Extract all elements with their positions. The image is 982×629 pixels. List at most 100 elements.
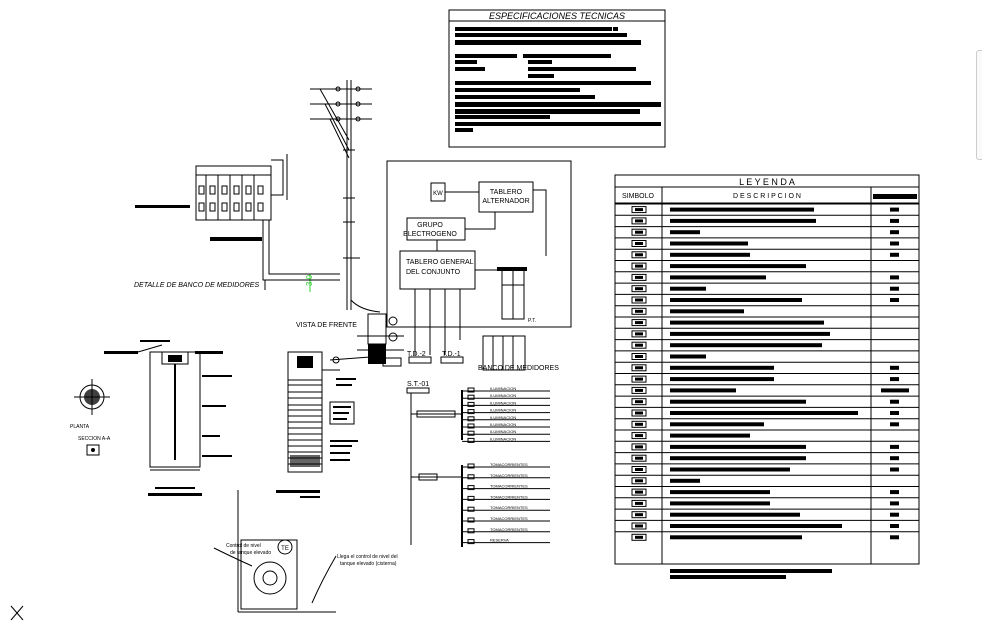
legend-symbol-icon <box>631 364 647 372</box>
legend-symbol-fill <box>635 298 643 302</box>
circuit-breaker <box>467 416 475 422</box>
legend-quantity-redacted <box>890 230 899 235</box>
tank-label-1: Control de nivel <box>226 543 261 549</box>
circuit-breaker <box>467 423 475 429</box>
circuit-breaker <box>467 539 475 545</box>
tank-label-4: tanque elevado (cisterna) <box>340 561 397 567</box>
legend-symbol-fill <box>635 287 643 291</box>
legend-symbol-icon <box>631 409 647 417</box>
legend-description-redacted <box>670 298 802 302</box>
legend-description-redacted <box>670 422 764 427</box>
legend-symbol-icon <box>631 228 647 236</box>
legend-symbol-fill <box>635 343 643 347</box>
legend-symbol-fill <box>635 264 643 268</box>
legend-symbol-header: SIMBOLO <box>622 193 654 200</box>
circuit-label: TOMACORRIENTES <box>490 527 528 532</box>
circuit-label: ILUMINACION <box>490 429 516 434</box>
tablero-general-label-2: DEL CONJUNTO <box>406 269 461 276</box>
circuit-breaker <box>467 474 475 480</box>
grupo-label-1: GRUPO <box>417 222 443 229</box>
legend-description-redacted <box>670 512 800 517</box>
circuit-breaker <box>467 517 475 523</box>
single-line-diagram: KW TABLERO ALTERNADOR GRUPO ELECTROGENO … <box>386 160 572 545</box>
banco-medidores-box <box>482 335 526 371</box>
legend-symbol-icon <box>631 443 647 451</box>
pt-label: P.T. <box>528 318 536 324</box>
circuits-bottom: TOMACORRIENTES TOMACORRIENTES TOMACORRIENT… <box>462 462 550 545</box>
legend-symbol-fill <box>635 219 643 223</box>
legend-description-redacted <box>670 467 790 472</box>
front-view: VISTA DE FRENTE <box>276 313 404 498</box>
legend-quantity-redacted <box>890 444 899 449</box>
legend-description-redacted <box>670 241 748 246</box>
legend-symbol-icon <box>631 217 647 225</box>
legend-description-redacted <box>670 444 806 449</box>
legend-table: L E Y E N D A SIMBOLO D E S C R I P C I … <box>614 174 920 579</box>
legend-description-redacted <box>670 490 770 495</box>
legend-description-redacted <box>670 399 806 404</box>
legend-title: L E Y E N D A <box>739 177 795 187</box>
legend-description-redacted <box>670 275 766 280</box>
legend-symbol-icon <box>631 477 647 485</box>
detalle-banco-label: DETALLE DE BANCO DE MEDIDORES <box>134 282 259 289</box>
tank-label-2: de tanque elevado <box>230 550 271 556</box>
legend-description-header: D E S C R I P C I O N <box>733 193 801 200</box>
circuit-label: TOMACORRIENTES <box>490 473 528 478</box>
legend-quantity-redacted <box>890 241 899 246</box>
legend-symbol-fill <box>635 388 643 392</box>
circuit-breaker <box>467 495 475 501</box>
circuit-label: TOMACORRIENTES <box>490 494 528 499</box>
tablero-general-label-1: TABLERO GENERAL <box>406 259 474 266</box>
legend-description-redacted <box>670 320 824 325</box>
legend-symbol-fill <box>635 275 643 279</box>
legend-quantity-redacted <box>890 218 899 223</box>
legend-quantity-redacted <box>890 275 899 280</box>
circuit-breaker <box>467 387 475 393</box>
legend-symbol-icon <box>631 296 647 304</box>
side-scrollbar[interactable] <box>976 50 982 160</box>
legend-symbol-fill <box>635 434 643 438</box>
legend-description-redacted <box>670 411 858 415</box>
specifications-panel: ESPECIFICACIONES TECNICAS <box>448 9 666 148</box>
legend-symbol-icon <box>631 488 647 496</box>
legend-quantity-redacted <box>890 490 899 495</box>
legend-symbol-fill <box>635 332 643 336</box>
legend-description-redacted <box>670 535 802 540</box>
circuit-breaker <box>467 401 475 407</box>
legend-description-redacted <box>670 218 816 223</box>
legend-symbol-fill <box>635 253 643 257</box>
legend-description-redacted <box>670 354 706 359</box>
legend-symbol-fill <box>635 366 643 370</box>
legend-symbol-icon <box>631 285 647 293</box>
legend-symbol-fill <box>635 456 643 460</box>
legend-rows <box>615 203 919 541</box>
circuit-breaker <box>467 463 475 469</box>
legend-symbol-icon <box>631 511 647 519</box>
legend-symbol-fill <box>635 355 643 358</box>
legend-symbol-fill <box>635 490 643 494</box>
legend-symbol-fill <box>635 501 643 505</box>
legend-quantity-redacted <box>890 422 899 427</box>
planta-label: PLANTA <box>70 424 90 430</box>
legend-symbol-icon <box>631 251 647 259</box>
legend-symbol-fill <box>635 513 643 517</box>
legend-symbol-icon <box>631 533 647 541</box>
legend-description-redacted <box>670 309 744 314</box>
legend-quantity-redacted <box>890 512 899 517</box>
circuit-label: TOMACORRIENTES <box>490 505 528 510</box>
legend-symbol-fill <box>635 422 643 426</box>
tablero-alternador-label-1: TABLERO <box>490 189 523 196</box>
legend-description-redacted <box>670 433 750 438</box>
legend-symbol-fill <box>635 400 643 404</box>
circuit-label: ILUMINACION <box>490 436 516 441</box>
circuit-breaker <box>467 528 475 534</box>
legend-symbol-fill <box>635 377 643 381</box>
legend-quantity-redacted <box>890 411 899 415</box>
legend-symbol-fill <box>635 524 643 528</box>
specifications-title: ESPECIFICACIONES TECNICAS <box>489 11 625 21</box>
meter-bank-detail: DETALLE DE BANCO DE MEDIDORES <box>134 154 340 290</box>
legend-quantity-redacted <box>890 377 899 382</box>
legend-symbol-icon <box>631 454 647 462</box>
legend-symbol-icon <box>631 522 647 530</box>
